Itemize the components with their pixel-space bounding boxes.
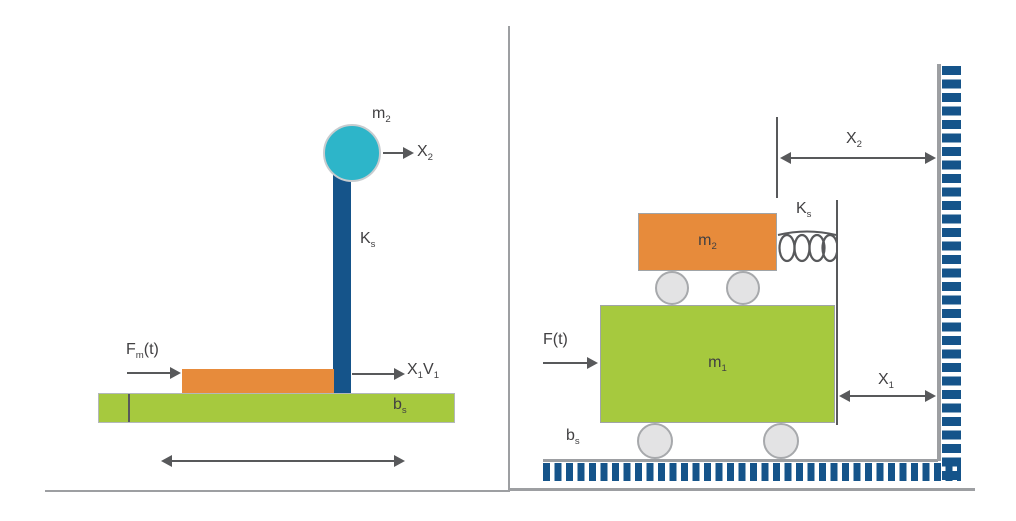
floor-line (543, 459, 938, 462)
x1v1-label: X1V1 (407, 361, 440, 382)
force-arrow-right (543, 357, 598, 369)
damper-label-right: bs (566, 427, 580, 448)
force-label: Fm(t) (126, 341, 159, 362)
mass2-label: m2 (372, 105, 391, 126)
base-bar-tick (128, 394, 130, 422)
floor-hatching (543, 463, 961, 481)
base-bar (98, 393, 455, 423)
pendulum-rod (333, 158, 351, 402)
spring-rod-label: Ks (360, 230, 376, 251)
mass1-block: m1 (600, 305, 835, 423)
damper-label: bs (393, 396, 407, 417)
spring-label-right: Ks (796, 200, 812, 221)
lower-roller-right (763, 423, 799, 459)
lower-roller-left (637, 423, 673, 459)
force-label-right: F(t) (543, 331, 568, 348)
x2-label-right: X2 (846, 130, 863, 151)
travel-range-arrow (161, 455, 405, 467)
spring-anchor-line (836, 200, 838, 425)
mass1-label-right: m1 (708, 353, 727, 374)
x2-dimension-arrow (780, 152, 936, 164)
upper-roller-right (726, 271, 760, 305)
wall-line (937, 64, 941, 461)
mass2-ball (323, 124, 381, 182)
x2-arrow (383, 147, 414, 159)
panel-divider (508, 26, 510, 492)
x2-reference-line (776, 117, 778, 198)
x1-label-right: X1 (878, 371, 895, 392)
force-arrow (127, 367, 181, 379)
x1v1-arrow (352, 368, 405, 380)
upper-roller-left (655, 271, 689, 305)
x1-dimension-arrow (839, 390, 936, 402)
x2-label: X2 (417, 143, 434, 164)
spring-coil (777, 230, 837, 263)
mass2-label-right: m2 (698, 231, 717, 252)
ground-line-right (510, 488, 975, 491)
wall-hatching (942, 66, 961, 480)
ground-line-left (45, 490, 510, 492)
mass2-block: m2 (638, 213, 777, 271)
